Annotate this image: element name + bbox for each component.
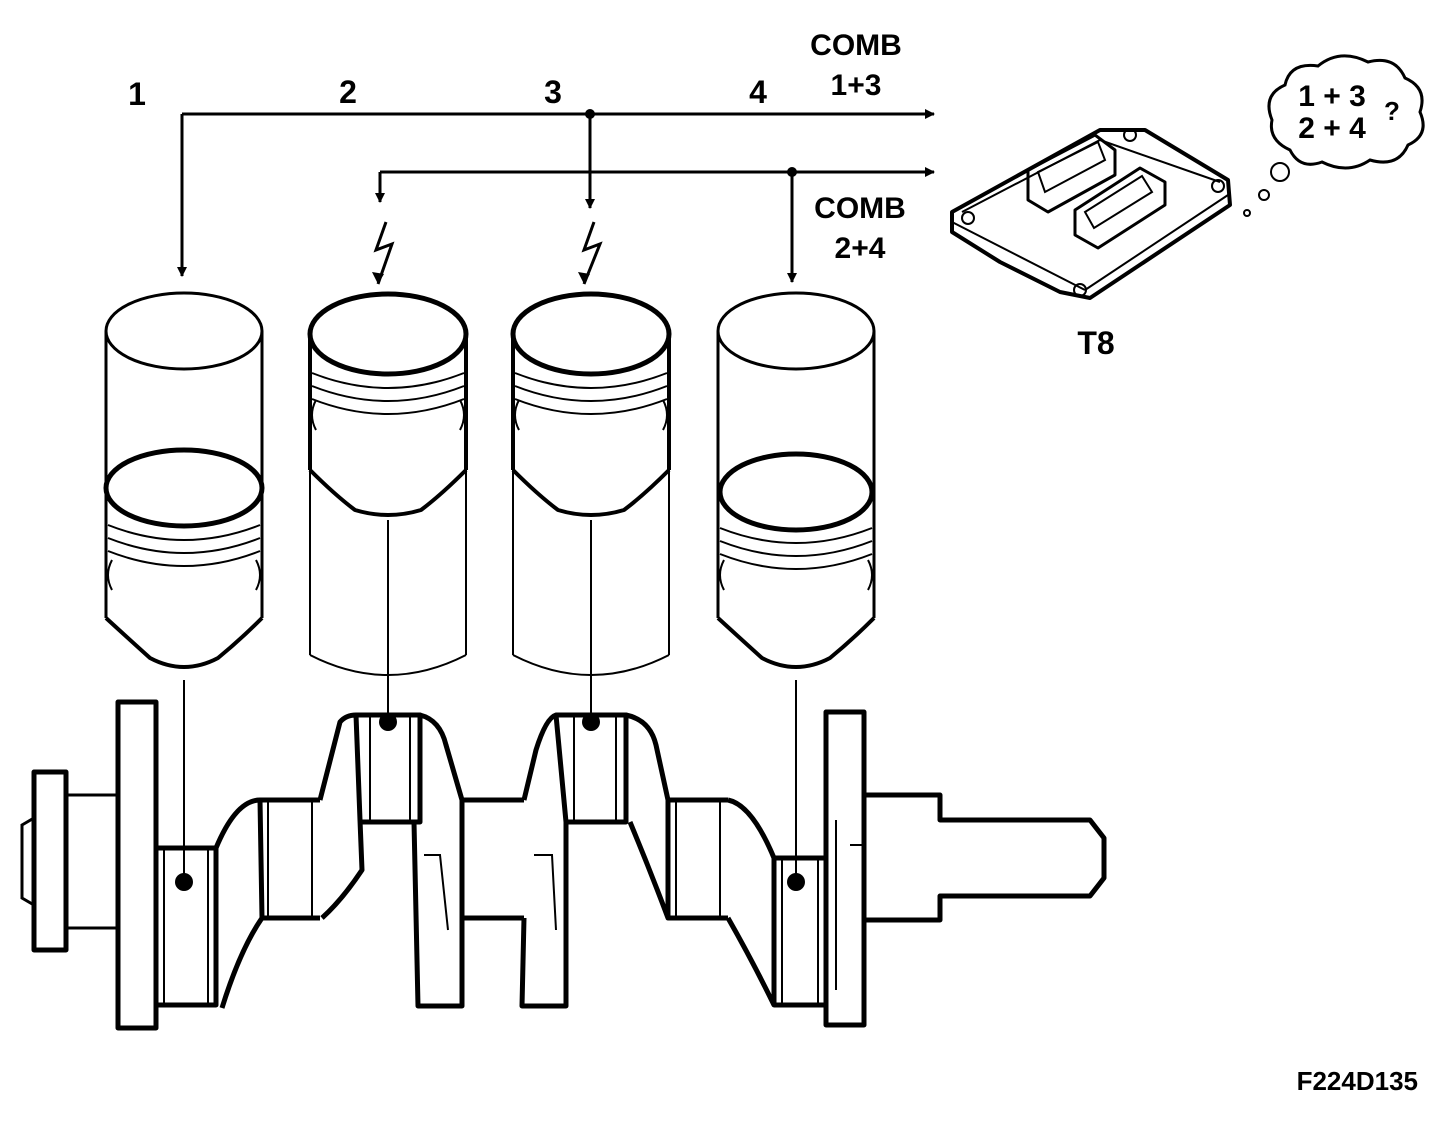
- crank-pin-dot-4: [787, 873, 805, 891]
- cylinder-number-4: 4: [749, 74, 767, 110]
- comb-1-3-label-line1: COMB: [810, 29, 902, 62]
- ecu-label: T8: [1077, 325, 1114, 361]
- thought-text-line1: 1 + 3: [1298, 80, 1366, 113]
- thought-bubble: [1243, 54, 1425, 217]
- cylinder-number-1: 1: [128, 76, 146, 112]
- thought-question-mark: ?: [1384, 96, 1400, 126]
- ecu-unit-icon: [950, 128, 1232, 300]
- piston-1: [103, 447, 265, 669]
- comb-2-4-label-line1: COMB: [814, 192, 906, 225]
- spark-icon-cylinder-3: [578, 221, 603, 285]
- cylinder-2: [307, 291, 469, 722]
- spark-icon-cylinder-2: [372, 221, 395, 285]
- crank-pin-dot-3: [582, 713, 600, 731]
- piston-2: [307, 291, 469, 517]
- crankshaft: [20, 699, 1107, 1031]
- signal-line-comb-1-3: [177, 109, 935, 277]
- cylinder-4: [716, 291, 876, 882]
- piston-3: [510, 291, 672, 517]
- crank-pin-dot-2: [379, 713, 397, 731]
- cylinder-3: [510, 291, 672, 722]
- piston-4: [716, 451, 876, 669]
- thought-text-line2: 2 + 4: [1298, 112, 1366, 145]
- cylinder-1: [103, 291, 265, 880]
- crank-pin-dot-1: [175, 873, 193, 891]
- cylinder-number-2: 2: [339, 74, 357, 110]
- figure-code: F224D135: [1297, 1066, 1418, 1096]
- comb-2-4-label-line2: 2+4: [835, 232, 886, 265]
- cylinder-number-3: 3: [544, 74, 562, 110]
- signal-line-comb-2-4: [375, 167, 935, 283]
- comb-1-3-label-line2: 1+3: [831, 69, 882, 102]
